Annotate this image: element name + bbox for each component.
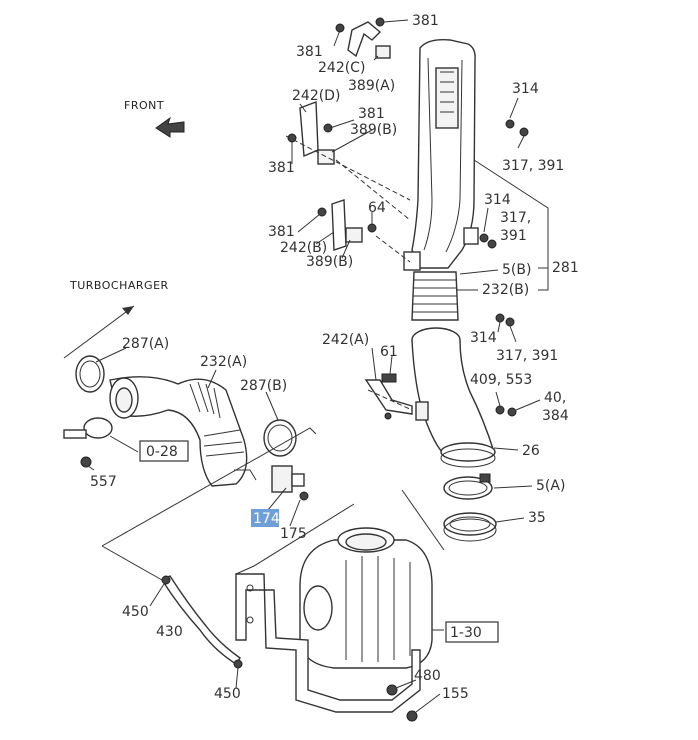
label-155[interactable]: 155: [442, 686, 469, 702]
nut-40: [507, 407, 517, 417]
label-40[interactable]: 40,: [544, 390, 566, 406]
label-450-a[interactable]: 450: [122, 604, 149, 620]
label-450-b[interactable]: 450: [214, 686, 241, 702]
label-381-a[interactable]: 381: [296, 44, 323, 60]
label-1-30[interactable]: 1-30: [450, 625, 482, 641]
bracket-242a: [364, 373, 429, 421]
guide-line: [101, 545, 163, 581]
mounting-bracket: [235, 573, 421, 713]
label-5a[interactable]: 5(A): [536, 478, 565, 494]
label-242c[interactable]: 242(C): [318, 60, 365, 76]
label-61[interactable]: 61: [380, 344, 398, 360]
clamp-287a: [75, 355, 105, 393]
label-64[interactable]: 64: [368, 200, 386, 216]
clamp-287b: [263, 419, 297, 457]
label-314-a[interactable]: 314: [512, 81, 539, 97]
label-389b-2[interactable]: 389(B): [306, 254, 353, 270]
label-287b[interactable]: 287(B): [240, 378, 287, 394]
bracket-242d: [287, 101, 335, 165]
nut-317-a: [519, 127, 529, 137]
front-arrow-icon: [155, 116, 185, 138]
label-314-c[interactable]: 314: [470, 330, 497, 346]
turbocharger-label: TURBOCHARGER: [69, 279, 169, 292]
label-242a[interactable]: 242(A): [322, 332, 369, 348]
label-242b[interactable]: 242(B): [280, 240, 327, 256]
washer-314-c: [495, 313, 505, 323]
air-cleaner-housing: [299, 527, 433, 669]
label-281[interactable]: 281: [552, 260, 579, 276]
nut-317-c: [505, 317, 515, 327]
label-232b[interactable]: 232(B): [482, 282, 529, 298]
guide-line: [401, 489, 445, 551]
air-duct-281: [403, 38, 479, 271]
clamp-5a: [443, 473, 493, 500]
front-label: FRONT: [124, 99, 164, 112]
label-242d[interactable]: 242(D): [292, 88, 340, 104]
label-409-553[interactable]: 409, 553: [470, 372, 532, 388]
ref-box-0-28[interactable]: [139, 440, 189, 462]
label-381-c[interactable]: 381: [358, 106, 385, 122]
label-381-e[interactable]: 381: [268, 224, 295, 240]
label-5b[interactable]: 5(B): [502, 262, 531, 278]
guide-line: [235, 503, 355, 575]
label-35[interactable]: 35: [528, 510, 546, 526]
label-389a[interactable]: 389(A): [348, 78, 395, 94]
turbocharger-arrow-icon: [63, 305, 135, 359]
label-314-b[interactable]: 314: [484, 192, 511, 208]
washer-409: [495, 405, 505, 415]
label-391-b[interactable]: 391: [500, 228, 527, 244]
intake-hose-232a: [109, 376, 248, 487]
label-317-391-c[interactable]: 317, 391: [496, 348, 558, 364]
label-287a[interactable]: 287(A): [122, 336, 169, 352]
hose-430: [160, 575, 243, 669]
label-26[interactable]: 26: [522, 443, 540, 459]
label-480[interactable]: 480: [414, 668, 441, 684]
bolt-155: [406, 710, 418, 722]
dash-line: [101, 427, 317, 547]
bracket-242b: [317, 199, 377, 251]
air-duct-26: [411, 327, 496, 468]
bellows-232b: [411, 271, 459, 321]
dash-line: [367, 389, 413, 411]
label-317-391-a[interactable]: 317, 391: [502, 158, 564, 174]
bracket-242c: [335, 17, 391, 59]
label-384[interactable]: 384: [542, 408, 569, 424]
washer-314-b: [479, 233, 489, 243]
label-0-28[interactable]: 0-28: [146, 444, 178, 460]
highlight-174: [251, 509, 279, 527]
label-175[interactable]: 175: [280, 526, 307, 542]
label-557[interactable]: 557: [90, 474, 117, 490]
label-381-d[interactable]: 381: [268, 160, 295, 176]
group-bracket-281: [473, 159, 549, 291]
sensor-174: [271, 465, 309, 501]
sensor-valve: [63, 417, 113, 468]
label-430[interactable]: 430: [156, 624, 183, 640]
bolt-480: [386, 684, 398, 696]
washer-314-a: [505, 119, 515, 129]
label-317-b[interactable]: 317,: [500, 210, 531, 226]
dash-line: [285, 135, 411, 201]
guide-line: [234, 469, 257, 481]
label-381-b[interactable]: 381: [412, 13, 439, 29]
ref-box-1-30[interactable]: [445, 621, 499, 643]
label-232a[interactable]: 232(A): [200, 354, 247, 370]
nut-317-b: [487, 239, 497, 249]
ring-35: [443, 512, 497, 542]
label-174[interactable]: 174: [253, 511, 280, 527]
label-389b-1[interactable]: 389(B): [350, 122, 397, 138]
dash-line: [375, 235, 411, 263]
